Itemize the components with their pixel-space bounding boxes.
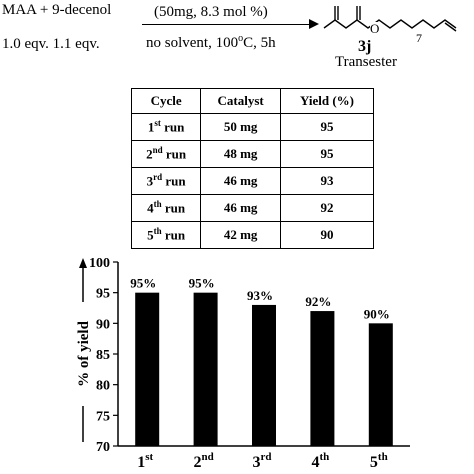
table-row: 2nd run 48 mg 95 bbox=[130, 140, 374, 168]
x-tick-label: 5th bbox=[370, 451, 388, 471]
catalyst-cell: 46 mg bbox=[200, 194, 281, 222]
y-axis-arrow-head bbox=[79, 258, 87, 268]
cycle-cell: 3rd run bbox=[130, 167, 202, 195]
equivalents-text: 1.0 eqv. 1.1 eqv. bbox=[2, 36, 100, 52]
reaction-arrow-line bbox=[142, 24, 316, 25]
y-tick-label: 75 bbox=[96, 409, 110, 424]
yield-bar-chart: 70 75 80 85 90 95 100 95% 1st 95% 2nd 93% 3rd 92% 4th 9… bbox=[76, 256, 410, 471]
cycle-cell: 2nd run bbox=[130, 140, 202, 168]
conditions-bottom-text: no solvent, 100oC, 5h bbox=[146, 33, 276, 51]
yield-cell: 95 bbox=[280, 113, 374, 141]
bar bbox=[368, 323, 393, 446]
data-label: 95% bbox=[130, 276, 156, 291]
table-row: 4th run 46 mg 92 bbox=[130, 194, 374, 222]
y-tick-label: 85 bbox=[96, 348, 110, 363]
header-cycle: Cycle bbox=[130, 88, 202, 114]
header-catalyst: Catalyst bbox=[200, 88, 281, 114]
recycling-table: Cycle Catalyst Yield (%) 1st run 50 mg 9… bbox=[130, 88, 374, 249]
table-row: 3rd run 46 mg 93 bbox=[130, 167, 374, 195]
table-row: 1st run 50 mg 95 bbox=[130, 113, 374, 141]
cycle-cell: 4th run bbox=[130, 194, 202, 222]
product-structure: O 7 bbox=[323, 6, 457, 45]
catalyst-cell: 48 mg bbox=[200, 140, 281, 168]
x-tick-label: 1st bbox=[137, 451, 153, 471]
yield-cell: 95 bbox=[280, 140, 374, 168]
catalyst-cell: 46 mg bbox=[200, 167, 281, 195]
data-label: 95% bbox=[189, 276, 215, 291]
product-label: 3j bbox=[358, 38, 372, 55]
x-tick-label: 4th bbox=[312, 451, 330, 471]
bar bbox=[135, 292, 160, 446]
bar bbox=[193, 292, 218, 446]
cycle-cell: 5th run bbox=[130, 221, 202, 249]
y-tick-label: 95 bbox=[96, 287, 110, 302]
bar bbox=[310, 311, 335, 446]
ester-oxygen-label: O bbox=[370, 21, 379, 36]
reaction-arrow-head bbox=[309, 19, 319, 29]
y-tick-label: 80 bbox=[96, 379, 110, 394]
y-tick-label: 70 bbox=[96, 440, 110, 455]
table-row: 5th run 42 mg 90 bbox=[130, 221, 374, 249]
header-yield: Yield (%) bbox=[280, 88, 374, 114]
cycle-cell: 1st run bbox=[130, 113, 202, 141]
yield-cell: 93 bbox=[280, 167, 374, 195]
x-tick-label: 3rd bbox=[253, 451, 272, 471]
x-tick-label: 2nd bbox=[193, 451, 213, 471]
data-label: 92% bbox=[305, 294, 331, 309]
y-tick-label: 90 bbox=[96, 317, 110, 332]
y-axis-label: % of yield bbox=[76, 320, 92, 386]
catalyst-cell: 50 mg bbox=[200, 113, 281, 141]
bar bbox=[252, 304, 276, 446]
reactants-text: MAA + 9-decenol bbox=[2, 2, 112, 18]
data-label: 90% bbox=[364, 306, 390, 321]
conditions-top-text: (50mg, 8.3 mol %) bbox=[154, 4, 268, 20]
chain-subscript: 7 bbox=[416, 31, 422, 45]
data-label: 93% bbox=[247, 288, 273, 303]
product-name: Transester bbox=[335, 54, 397, 70]
y-tick-label: 100 bbox=[89, 256, 110, 271]
catalyst-cell: 42 mg bbox=[200, 221, 281, 249]
yield-cell: 92 bbox=[280, 194, 374, 222]
table-header-row: Cycle Catalyst Yield (%) bbox=[130, 88, 374, 114]
yield-cell: 90 bbox=[280, 221, 374, 249]
